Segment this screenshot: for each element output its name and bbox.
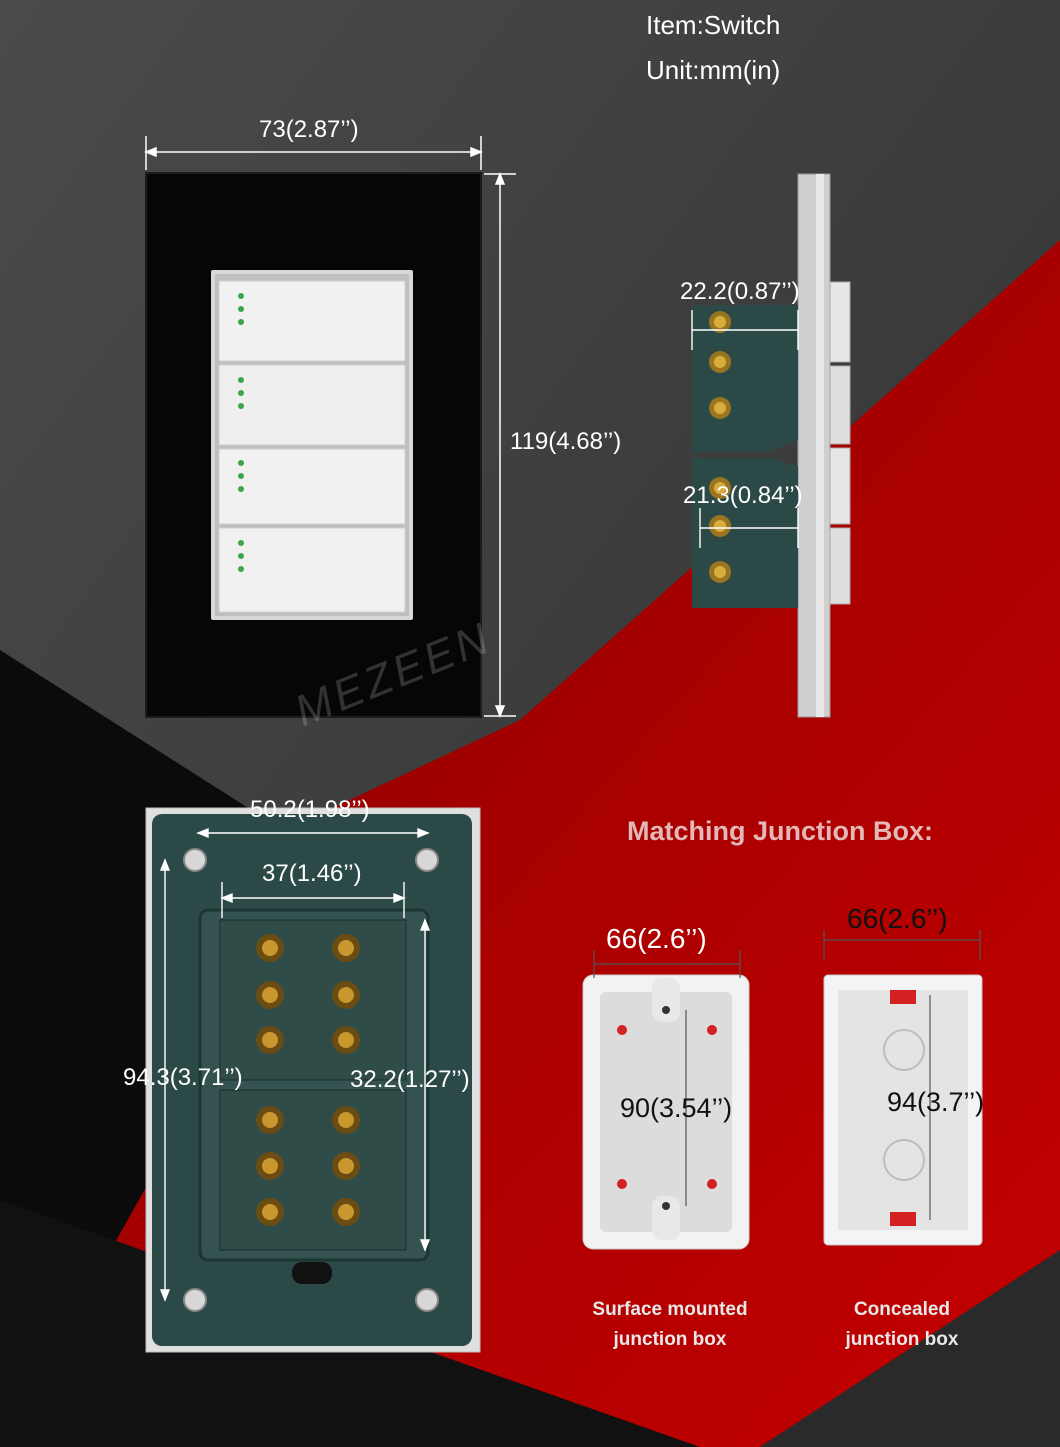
- surface-box-caption: Surface mounted junction box: [580, 1295, 760, 1355]
- terminal-block-top: [219, 919, 407, 1081]
- side-depth-bottom-label: 21.3(0.84’’): [683, 482, 803, 509]
- surface-box-caption-line2: junction box: [613, 1329, 727, 1350]
- height-dimension-line: [484, 171, 516, 719]
- front-view-illustration: [143, 136, 516, 719]
- back-dimension-lines: [159, 827, 431, 1302]
- concealed-box-height-label: 94(3.7’’): [887, 1087, 985, 1117]
- mounting-holes: [183, 848, 439, 1312]
- back-hole-spacing-label: 50.2(1.98’’): [250, 796, 370, 823]
- junction-box-heading: Matching Junction Box:: [627, 816, 933, 846]
- concealed-box-caption-line1: Concealed: [853, 1299, 951, 1320]
- concealed-box: [823, 974, 983, 1246]
- front-width-label: 73(2.87’’): [259, 116, 359, 143]
- concealed-box-caption-line2: junction box: [845, 1329, 959, 1350]
- terminal-block-bottom: [219, 1089, 407, 1251]
- back-view-illustration: [145, 807, 481, 1353]
- back-module-width-label: 37(1.46’’): [262, 860, 362, 887]
- unit-label: Unit:mm(in): [646, 55, 781, 85]
- back-module-height-label: 32.2(1.27’’): [350, 1066, 470, 1093]
- item-label: Item:Switch: [646, 10, 781, 40]
- side-view-illustration: [691, 173, 851, 718]
- surface-box-width-label: 66(2.6’’): [606, 923, 707, 954]
- concealed-box-caption: Concealed junction box: [812, 1295, 992, 1355]
- back-terminal-screws: [256, 934, 360, 1226]
- plate-edge: [797, 173, 831, 718]
- rocker-buttons: [218, 280, 406, 613]
- module-body: [692, 305, 798, 452]
- surface-box-caption-line1: Surface mounted: [592, 1299, 748, 1320]
- surface-box-height-label: 90(3.54’’): [620, 1093, 733, 1123]
- back-vertical-spacing-label: 94.3(3.71’’): [123, 1064, 243, 1091]
- junction-box-illustrations: [582, 930, 983, 1250]
- concealed-box-width-label: 66(2.6’’): [847, 903, 948, 934]
- front-height-label: 119(4.68’’): [510, 428, 622, 455]
- width-dimension-line: [143, 136, 484, 170]
- indicator-dots: [238, 293, 244, 572]
- surface-box: [582, 974, 750, 1250]
- side-depth-top-label: 22.2(0.87’’): [680, 278, 800, 305]
- terminal-screws: [709, 311, 731, 583]
